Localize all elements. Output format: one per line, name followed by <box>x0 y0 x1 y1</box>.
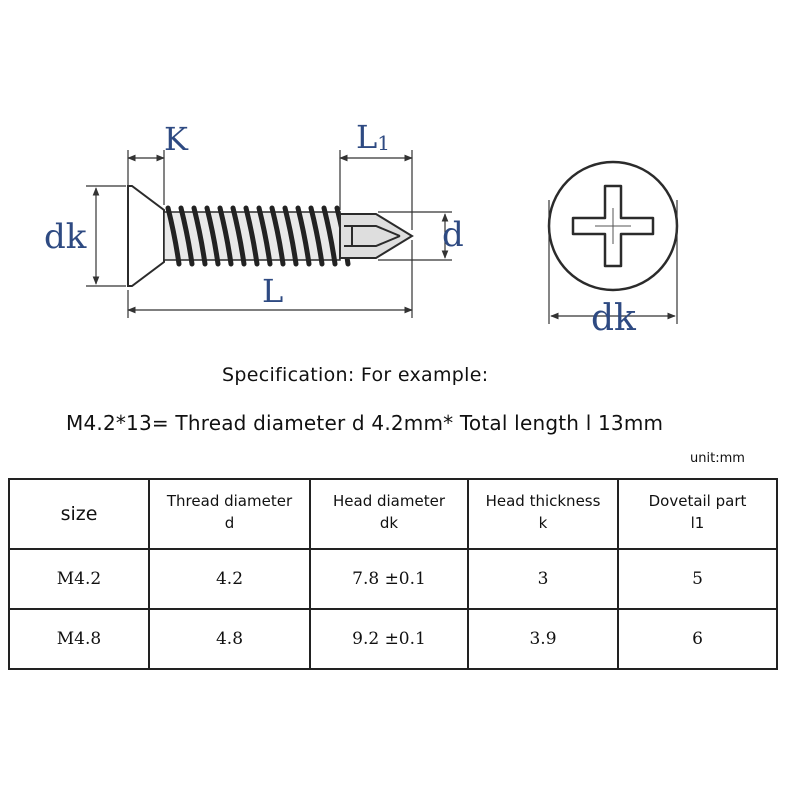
table-row: M4.8 4.8 9.2 ±0.1 3.9 6 <box>8 608 778 670</box>
screw-side-view <box>127 185 414 287</box>
label-k: K <box>164 120 189 158</box>
thread-ridge <box>256 205 273 267</box>
thread-ridge <box>191 205 208 267</box>
thread-ridge <box>165 205 182 267</box>
thread-ridge <box>217 205 234 267</box>
screw-dimension-drawing: K L1 dk L d dk <box>44 118 679 339</box>
cell-size: M4.8 <box>8 608 150 670</box>
thread-ridge <box>178 205 195 267</box>
dk-right-dimension <box>548 200 678 324</box>
label-l1: L1 <box>356 118 390 156</box>
label-dk-right: dk <box>591 298 637 339</box>
label-dk-left: dk <box>44 217 87 257</box>
cell-thread-diameter: 4.2 <box>148 548 311 610</box>
header-size: size <box>8 478 150 550</box>
thread-ridge <box>295 205 312 267</box>
cell-head-thickness: 3.9 <box>467 608 619 670</box>
screw-drill-tip <box>339 213 414 259</box>
thread-ridge <box>282 205 299 267</box>
thread-ridge <box>243 205 260 267</box>
table-row: M4.2 4.2 7.8 ±0.1 3 5 <box>8 548 778 610</box>
cell-dovetail-part: 5 <box>617 548 778 610</box>
thread-ridge <box>308 205 325 267</box>
screw-threads <box>165 205 351 267</box>
unit-label: unit:mm <box>690 451 745 466</box>
cell-size: M4.2 <box>8 548 150 610</box>
cell-head-diameter: 7.8 ±0.1 <box>309 548 469 610</box>
thread-ridge <box>269 205 286 267</box>
cell-head-diameter: 9.2 ±0.1 <box>309 608 469 670</box>
label-d: d <box>442 215 464 255</box>
specification-example: M4.2*13= Thread diameter d 4.2mm* Total … <box>66 411 664 435</box>
dimension-lines <box>86 150 452 318</box>
thread-ridge <box>321 205 338 267</box>
thread-ridge <box>230 205 247 267</box>
label-l: L <box>262 272 283 310</box>
specification-heading: Specification: For example: <box>222 364 489 386</box>
cell-head-thickness: 3 <box>467 548 619 610</box>
screw-head-shape <box>127 185 165 287</box>
screw-head-top-view <box>547 160 679 292</box>
thread-ridge <box>204 205 221 267</box>
cell-thread-diameter: 4.8 <box>148 608 311 670</box>
cell-dovetail-part: 6 <box>617 608 778 670</box>
